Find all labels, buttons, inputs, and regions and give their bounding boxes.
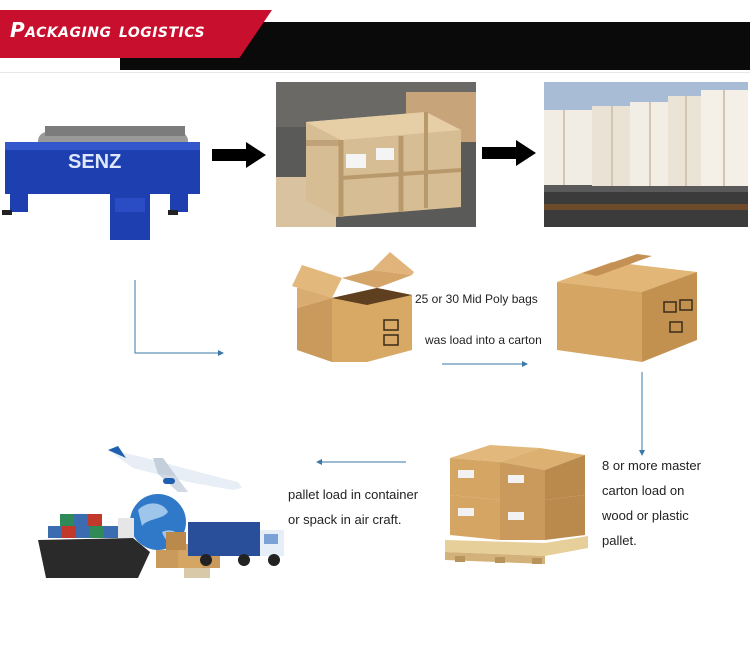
pallet-caption: 8 or more master carton load on wood or …: [602, 453, 701, 553]
connector-arrow: [442, 361, 528, 367]
pallet-caption-line2: carton load on: [602, 483, 685, 498]
open-carton-image: [272, 250, 417, 365]
page-title: Packaging logistics: [10, 18, 206, 42]
crates-on-truck-image: [544, 82, 748, 227]
truck-icon: [188, 522, 284, 566]
pallet-caption-line3: wood or plastic: [602, 508, 689, 523]
shipping-caption-line1: pallet load in container: [288, 487, 419, 502]
carton-caption-line2: was load into a carton: [425, 333, 542, 347]
ship-icon: [38, 514, 150, 578]
airplane-icon: [108, 446, 242, 492]
connector-arrow: [639, 372, 645, 456]
shipping-caption: pallet load in container or spack in air…: [288, 482, 418, 532]
carton-caption-line1: 25 or 30 Mid Poly bags: [415, 292, 538, 306]
closed-carton-image: [552, 250, 702, 365]
centrifuge-image: SENZ: [0, 112, 205, 242]
brand-logo: SENZ: [68, 151, 121, 173]
pallet-caption-line4: pallet.: [602, 533, 637, 548]
arrow-right-icon: [212, 142, 266, 168]
connector-arrow: [134, 280, 224, 356]
pallet-image: [440, 440, 590, 575]
connector-arrow: [316, 459, 406, 465]
wooden-crate-image: [276, 82, 476, 227]
arrow-right-icon: [482, 140, 536, 166]
divider: [0, 72, 750, 73]
pallet-caption-line1: 8 or more master: [602, 458, 701, 473]
shipping-collage-image: [38, 440, 288, 605]
shipping-caption-line2: or spack in air craft.: [288, 512, 402, 527]
header-title-badge: [0, 10, 272, 58]
